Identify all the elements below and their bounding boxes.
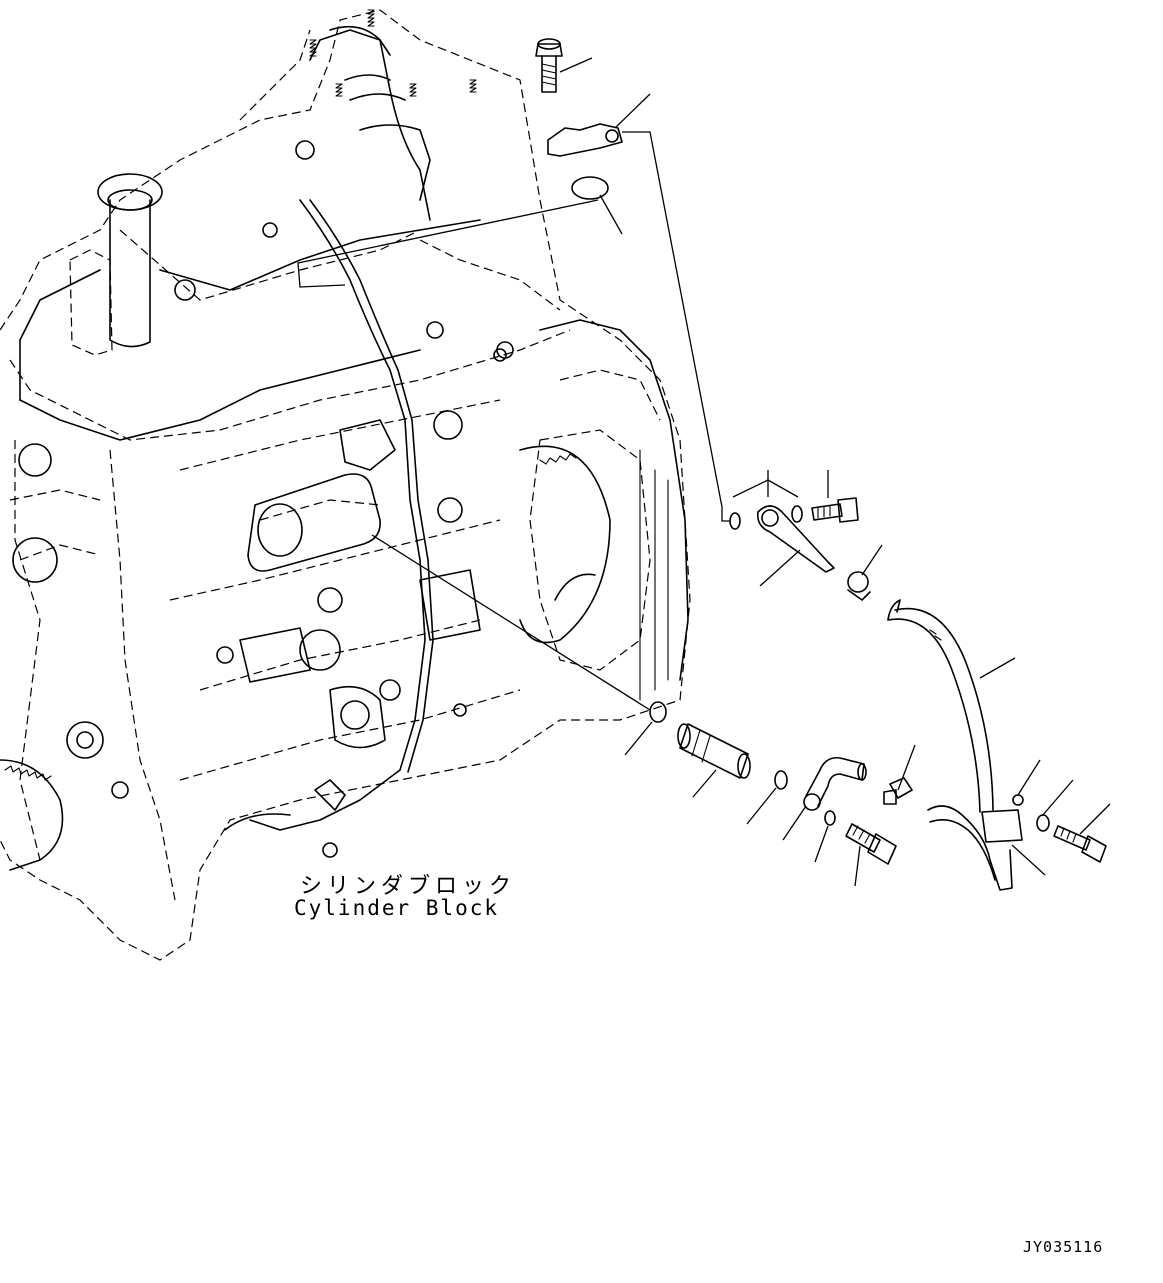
bolt-bottom-right [1053, 825, 1107, 863]
clip-plate [547, 123, 623, 157]
cylinder-block-label-en: Cylinder Block [294, 896, 500, 920]
bolt-top [535, 38, 563, 93]
drawing-number: JY035116 [1023, 1238, 1104, 1256]
o-ring-lower [649, 701, 667, 723]
injector-springs [309, 9, 477, 97]
washer-small [824, 810, 836, 826]
exploded-parts [535, 38, 1107, 891]
leader-lines [297, 57, 1111, 887]
banjo-bolt [811, 497, 859, 523]
washer-mid [774, 770, 788, 790]
long-curved-tube [887, 599, 1024, 891]
straight-connector [677, 723, 751, 779]
banjo-fitting [729, 505, 835, 573]
cylinder-block-label-jp: シリンダブロック [300, 874, 517, 899]
engine-solid-details [0, 9, 689, 871]
bolt-lower [845, 823, 897, 865]
washer-right [1036, 814, 1050, 832]
small-fitting [883, 777, 913, 805]
o-ring-top [571, 176, 609, 200]
hose-clamp [847, 571, 871, 601]
bent-tube [803, 756, 867, 811]
engine-block-outline [0, 9, 691, 961]
